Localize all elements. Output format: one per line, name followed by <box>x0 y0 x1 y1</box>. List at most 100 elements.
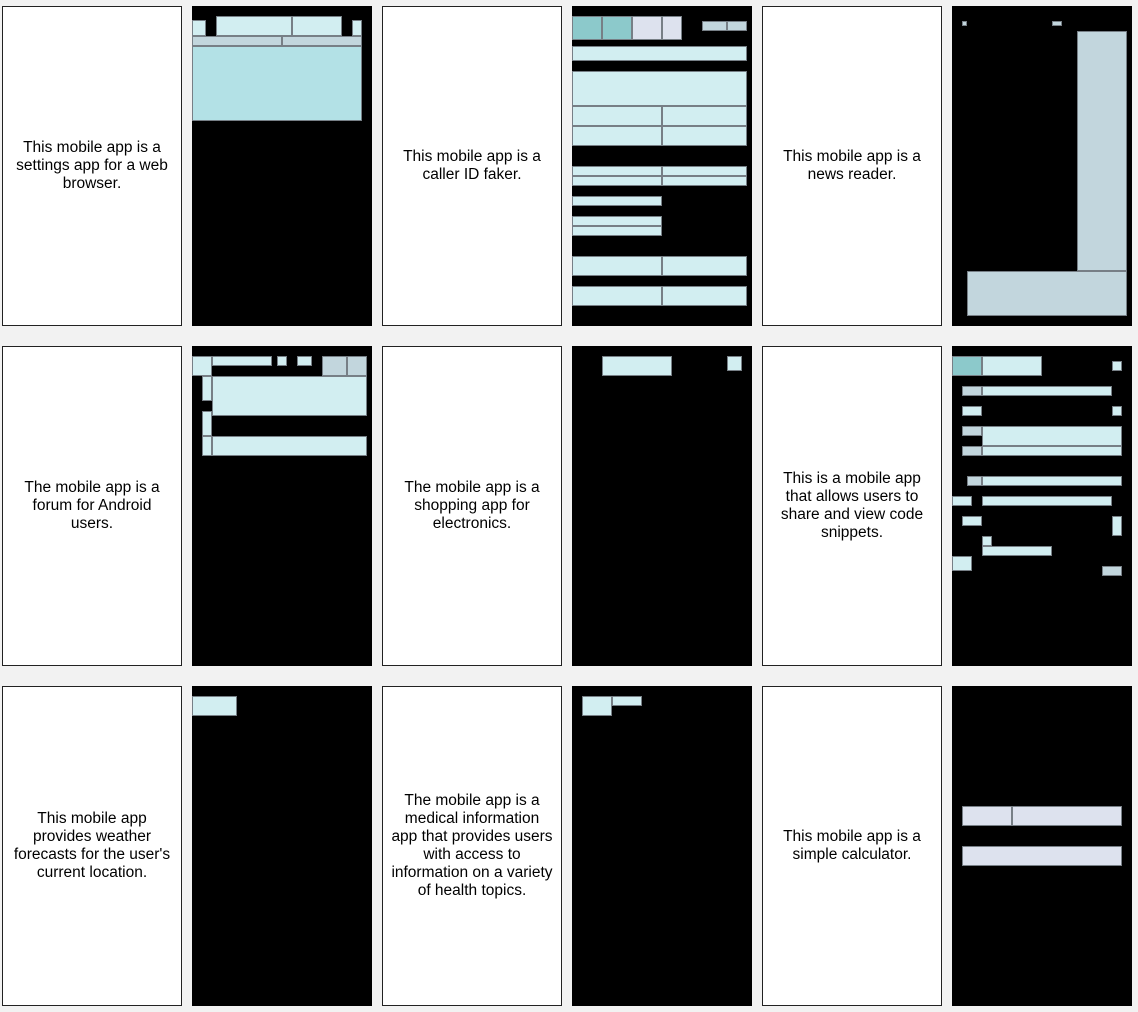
wireframe-element <box>202 436 212 456</box>
description-text: The mobile app is a forum for Android us… <box>24 479 160 532</box>
app-description: This mobile app is a simple calculator. <box>762 686 942 1006</box>
app-description: This mobile app is a news reader. <box>762 6 942 326</box>
wireframe-element <box>192 36 282 46</box>
wireframe-element <box>962 406 982 416</box>
wireframe-element <box>572 71 747 106</box>
wireframe-element <box>572 286 662 306</box>
wireframe-element <box>982 386 1112 396</box>
wireframe-element <box>1077 31 1127 271</box>
wireframe-element <box>962 386 982 396</box>
wireframe-element <box>662 286 747 306</box>
wireframe-element <box>982 446 1122 456</box>
wireframe-element <box>212 376 367 416</box>
wireframe-element <box>572 16 602 40</box>
wireframe-element <box>702 21 727 31</box>
wireframe-element <box>347 356 367 376</box>
app-description: This mobile app is a settings app for a … <box>2 6 182 326</box>
description-text: This mobile app is a caller ID faker. <box>403 148 541 183</box>
wireframe-screen <box>952 6 1132 326</box>
wireframe-element <box>962 446 982 456</box>
wireframe-element <box>602 356 672 376</box>
app-description: This is a mobile app that allows users t… <box>762 346 942 666</box>
wireframe-element <box>602 16 632 40</box>
wireframe-element <box>962 516 982 526</box>
wireframe-element <box>982 496 1112 506</box>
wireframe-element <box>572 176 662 186</box>
wireframe-element <box>662 256 747 276</box>
wireframe-element <box>192 356 212 376</box>
wireframe-element <box>662 166 747 176</box>
wireframe-element <box>572 166 662 176</box>
app-description: The mobile app is a shopping app for ele… <box>382 346 562 666</box>
wireframe-element <box>282 36 362 46</box>
wireframe-element <box>292 16 342 36</box>
wireframe-element <box>967 271 1127 316</box>
wireframe-element <box>572 226 662 236</box>
wireframe-element <box>982 356 1042 376</box>
wireframe-element <box>202 411 212 436</box>
wireframe-element <box>952 556 972 571</box>
wireframe-element <box>952 496 972 506</box>
wireframe-screen <box>192 6 372 326</box>
wireframe-element <box>1112 406 1122 416</box>
wireframe-screen <box>572 6 752 326</box>
wireframe-element <box>1112 516 1122 536</box>
wireframe-screen <box>192 346 372 666</box>
wireframe-element <box>192 20 206 36</box>
wireframe-element <box>352 20 362 36</box>
app-description: This mobile app is a caller ID faker. <box>382 6 562 326</box>
wireframe-element <box>962 21 967 26</box>
wireframe-element <box>192 696 237 716</box>
wireframe-screen <box>572 346 752 666</box>
description-text: This mobile app is a settings app for a … <box>16 139 168 192</box>
wireframe-element <box>192 46 362 121</box>
wireframe-element <box>572 106 662 126</box>
wireframe-element <box>727 21 747 31</box>
wireframe-element <box>297 356 312 366</box>
wireframe-element <box>572 196 662 206</box>
app-description: This mobile app provides weather forecas… <box>2 686 182 1006</box>
wireframe-element <box>662 16 682 40</box>
description-text: This mobile app provides weather forecas… <box>13 810 171 881</box>
wireframe-element <box>572 256 662 276</box>
description-text: The mobile app is a medical information … <box>391 792 553 899</box>
description-text: This mobile app is a simple calculator. <box>783 828 921 863</box>
wireframe-screen <box>952 686 1132 1006</box>
wireframe-element <box>982 426 1122 446</box>
wireframe-element <box>212 436 367 456</box>
wireframe-element <box>662 176 747 186</box>
wireframe-screen <box>192 686 372 1006</box>
wireframe-element <box>572 126 662 146</box>
wireframe-element <box>1052 21 1062 26</box>
wireframe-element <box>982 546 1052 556</box>
wireframe-element <box>1112 361 1122 371</box>
wireframe-element <box>662 126 747 146</box>
wireframe-screen <box>952 346 1132 666</box>
wireframe-element <box>582 696 612 716</box>
wireframe-element <box>962 846 1122 866</box>
wireframe-element <box>572 46 747 61</box>
wireframe-element <box>572 216 662 226</box>
wireframe-element <box>277 356 287 366</box>
description-text: This mobile app is a news reader. <box>783 148 921 183</box>
wireframe-element <box>982 476 1122 486</box>
wireframe-element <box>632 16 662 40</box>
wireframe-element <box>1012 806 1122 826</box>
wireframe-element <box>216 16 292 36</box>
wireframe-element <box>322 356 347 376</box>
description-text: This is a mobile app that allows users t… <box>780 470 924 541</box>
wireframe-element <box>612 696 642 706</box>
wireframe-element <box>202 376 212 401</box>
app-description: The mobile app is a medical information … <box>382 686 562 1006</box>
wireframe-element <box>967 476 982 486</box>
wireframe-element <box>662 106 747 126</box>
wireframe-element <box>727 356 742 371</box>
wireframe-element <box>962 426 982 436</box>
wireframe-element <box>1102 566 1122 576</box>
wireframe-screen <box>572 686 752 1006</box>
wireframe-element <box>982 536 992 546</box>
wireframe-element <box>212 356 272 366</box>
description-text: The mobile app is a shopping app for ele… <box>404 479 540 532</box>
wireframe-element <box>952 356 982 376</box>
app-description: The mobile app is a forum for Android us… <box>2 346 182 666</box>
